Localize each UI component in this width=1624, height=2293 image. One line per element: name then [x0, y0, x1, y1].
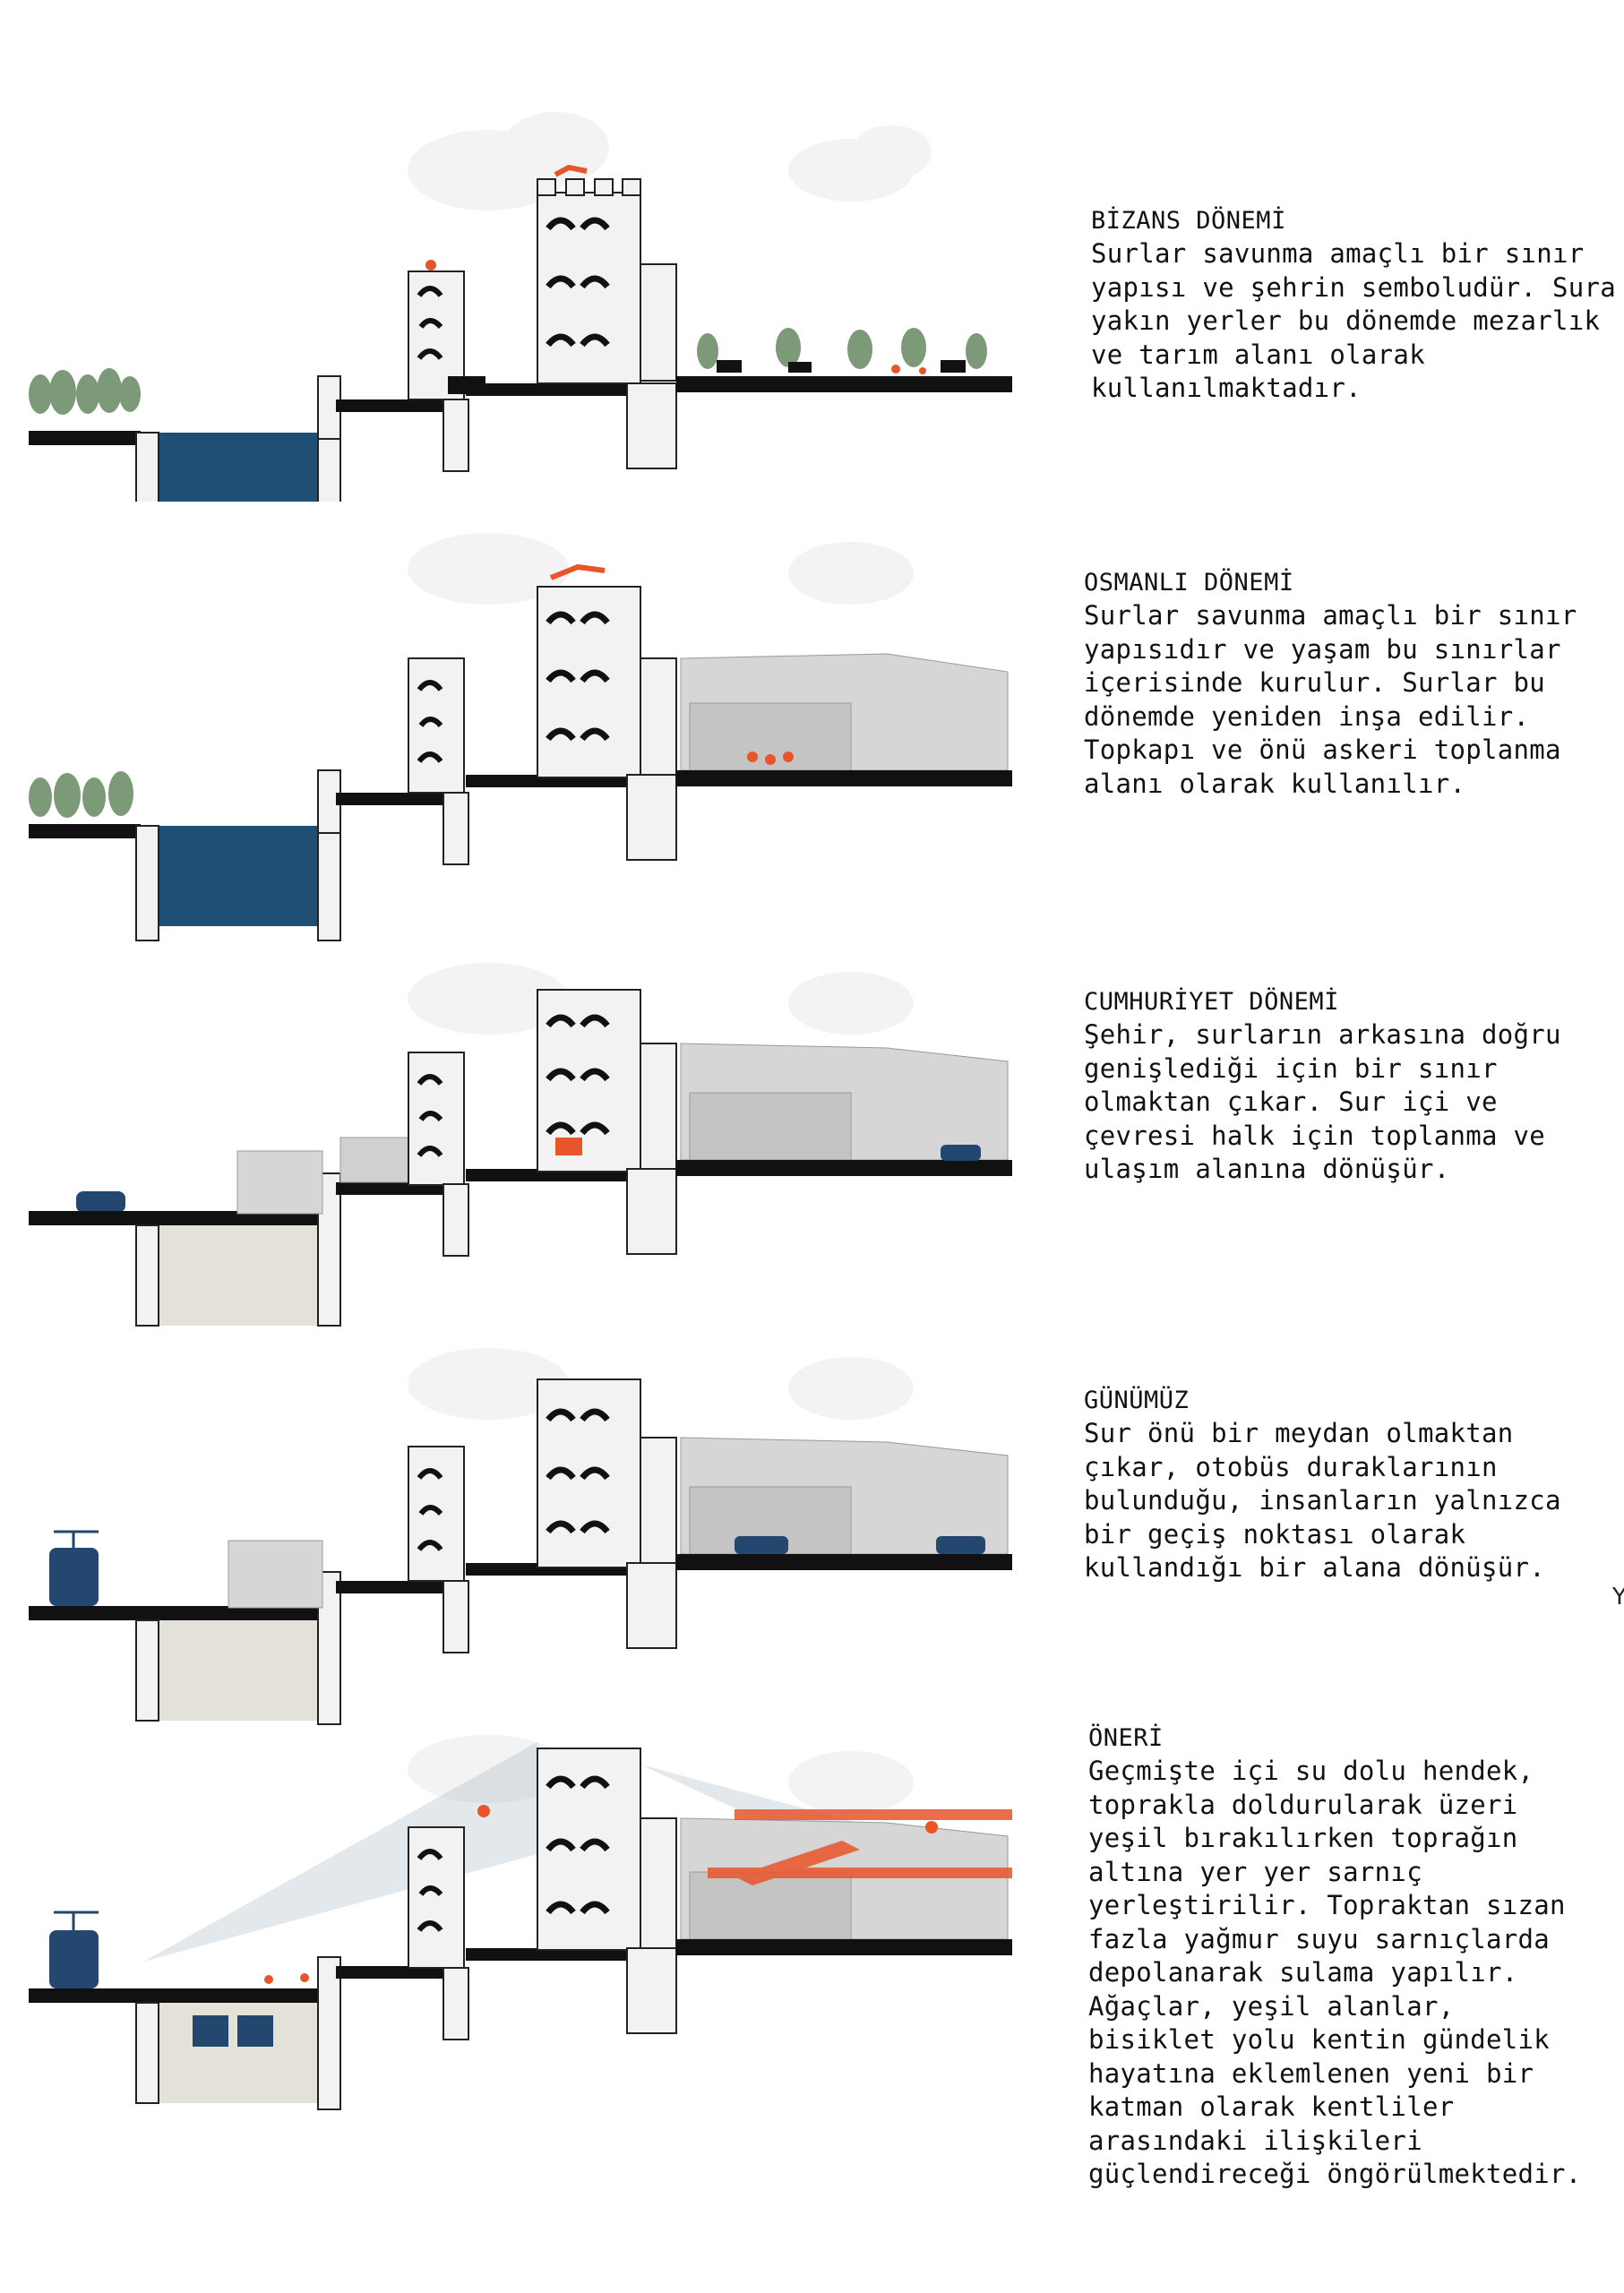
clouds	[408, 1348, 914, 1420]
outer-tower	[408, 260, 469, 472]
section-bizans: BİZANS DÖNEMİ Surlar savunma amaçlı bir …	[0, 0, 1624, 502]
clouds	[408, 1735, 914, 1814]
section-title: ÖNERİ	[1088, 1724, 1164, 1752]
ground-left	[29, 1211, 320, 1225]
section-body: Surlar savunma amaçlı bir sınır yapısı v…	[1091, 238, 1617, 403]
tram-icon	[49, 1911, 99, 1988]
fields-right	[697, 328, 987, 374]
section-body: Geçmişte içi su dolu hendek, toprakla do…	[1088, 1756, 1582, 2189]
trees-left	[29, 771, 133, 818]
section-title: CUMHURİYET DÖNEMİ	[1084, 988, 1339, 1016]
main-tower	[537, 1378, 677, 1649]
city-buildings	[680, 653, 1009, 771]
section-title: OSMANLI DÖNEMİ	[1084, 569, 1294, 597]
moat-water	[157, 433, 322, 502]
ground-left	[29, 1606, 320, 1620]
cistern	[237, 2015, 273, 2047]
clouds	[408, 963, 914, 1035]
section-cumhuriyet: CUMHURİYET DÖNEMİ Şehir, surların arkası…	[0, 949, 1624, 1335]
section-title: GÜNÜMÜZ	[1084, 1387, 1190, 1414]
main-tower	[537, 989, 677, 1255]
section-description: GÜNÜMÜZ Sur önü bir meydan olmaktan çıka…	[1084, 1384, 1561, 1585]
section-drawing-gunumuz	[29, 1348, 1012, 1725]
section-drawing-bizans	[29, 112, 1012, 502]
section-osmanli: OSMANLI DÖNEMİ Surlar savunma amaçlı bir…	[0, 502, 1624, 949]
section-description: BİZANS DÖNEMİ Surlar savunma amaçlı bir …	[1091, 204, 1616, 406]
moat-filled	[157, 1620, 322, 1721]
clouds	[408, 533, 914, 605]
ground-right	[676, 376, 1012, 392]
section-body: Şehir, surların arkasına doğru genişledi…	[1084, 1019, 1561, 1184]
main-tower	[537, 164, 677, 469]
bike-path	[708, 1809, 1012, 1885]
ground-left	[29, 1988, 320, 2003]
clouds	[408, 112, 932, 210]
section-title: BİZANS DÖNEMİ	[1091, 207, 1286, 235]
city-buildings	[680, 1043, 1009, 1161]
section-drawing-oneri	[29, 1735, 1012, 2110]
trees-left	[29, 368, 141, 415]
moat-water	[157, 826, 322, 926]
city-buildings	[680, 1817, 1009, 1940]
section-body: Surlar savunma amaçlı bir sınır yapısıdı…	[1084, 600, 1577, 799]
vehicle	[76, 1191, 125, 1213]
edge-mark: Y	[1612, 1584, 1624, 1610]
moat-filled	[157, 1225, 322, 1326]
ground-left	[29, 824, 141, 838]
ground-terrace	[336, 399, 448, 412]
outer-tower	[408, 1052, 469, 1257]
ground-right	[676, 1939, 1012, 1955]
outer-tower	[408, 1446, 469, 1653]
section-drawing-osmanli	[29, 533, 1012, 941]
ground-right	[676, 1160, 1012, 1176]
ground-right	[676, 1554, 1012, 1570]
main-tower	[537, 563, 677, 861]
section-oneri: ÖNERİ Geçmişte içi su dolu hendek, topra…	[0, 1724, 1624, 2293]
main-tower	[537, 1748, 677, 2034]
outer-tower	[408, 1826, 469, 2040]
cistern	[193, 2015, 228, 2047]
tram-icon	[49, 1530, 99, 1606]
city-buildings	[680, 1437, 1009, 1555]
ground-right	[676, 770, 1012, 786]
outer-tower	[408, 657, 469, 865]
section-description: OSMANLI DÖNEMİ Surlar savunma amaçlı bir…	[1084, 566, 1577, 801]
section-description: ÖNERİ Geçmişte içi su dolu hendek, topra…	[1088, 1722, 1582, 2192]
section-description: CUMHURİYET DÖNEMİ Şehir, surların arkası…	[1084, 985, 1561, 1187]
ground-left	[29, 431, 141, 445]
section-drawing-cumhuriyet	[29, 963, 1012, 1327]
section-body: Sur önü bir meydan olmaktan çıkar, otobü…	[1084, 1418, 1561, 1583]
section-gunumuz: GÜNÜMÜZ Sur önü bir meydan olmaktan çıka…	[0, 1335, 1624, 1729]
ground-between	[466, 383, 627, 396]
